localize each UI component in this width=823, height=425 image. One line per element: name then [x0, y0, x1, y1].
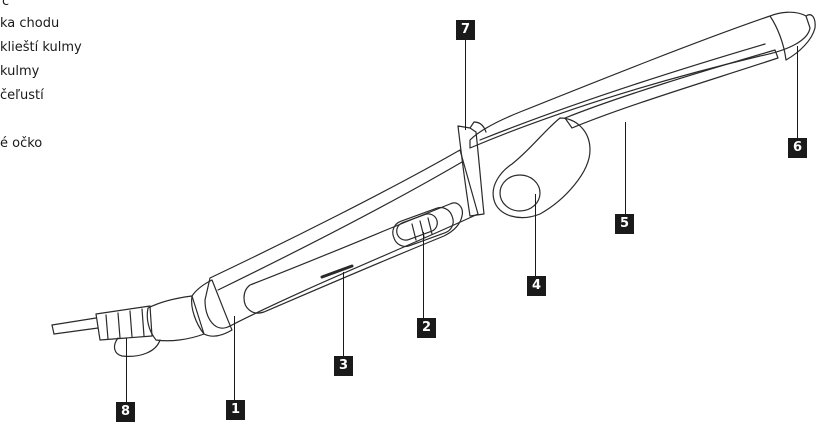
handle-end-ring — [192, 280, 232, 336]
callout-2: 2 — [417, 318, 436, 338]
display-slot — [322, 266, 352, 277]
hanging-loop — [115, 338, 160, 356]
side-panel — [244, 203, 462, 313]
swivel-joint — [147, 296, 204, 341]
callout-6: 6 — [788, 138, 807, 158]
power-cord — [52, 318, 98, 334]
handle-body — [205, 150, 478, 328]
legend-line-5: čeľustí — [0, 88, 44, 103]
leader-line-5 — [625, 122, 626, 214]
leader-line-7 — [465, 40, 466, 130]
barrel-outline — [470, 12, 810, 148]
callout-3: 3 — [334, 356, 353, 376]
legend-line-3: klieští kulmy — [0, 40, 82, 55]
slide-switch-frame — [389, 204, 456, 250]
callout-1: 1 — [226, 400, 245, 420]
leader-line-4 — [535, 194, 536, 276]
leader-line-8 — [126, 338, 127, 402]
leader-line-3 — [343, 272, 344, 356]
callout-4: 4 — [527, 276, 546, 296]
clamp-plate — [565, 50, 778, 128]
leader-line-6 — [797, 46, 798, 138]
legend-line-6: é očko — [0, 136, 43, 151]
legend-line-2: ka chodu — [0, 16, 60, 31]
guard-ring — [458, 126, 484, 216]
leader-line-2 — [423, 232, 424, 318]
leader-line-1 — [234, 316, 235, 400]
slide-switch-knob — [394, 211, 440, 242]
callout-7: 7 — [456, 20, 475, 40]
barrel-upper-edge — [480, 44, 765, 140]
callout-8: 8 — [116, 402, 135, 422]
cord-strain-relief — [96, 306, 152, 340]
callout-5: 5 — [615, 214, 634, 234]
legend-line-1: c — [2, 0, 10, 9]
clamp-lever — [493, 118, 590, 218]
legend-line-4: kulmy — [0, 64, 40, 79]
clamp-lever-pad — [500, 175, 540, 211]
